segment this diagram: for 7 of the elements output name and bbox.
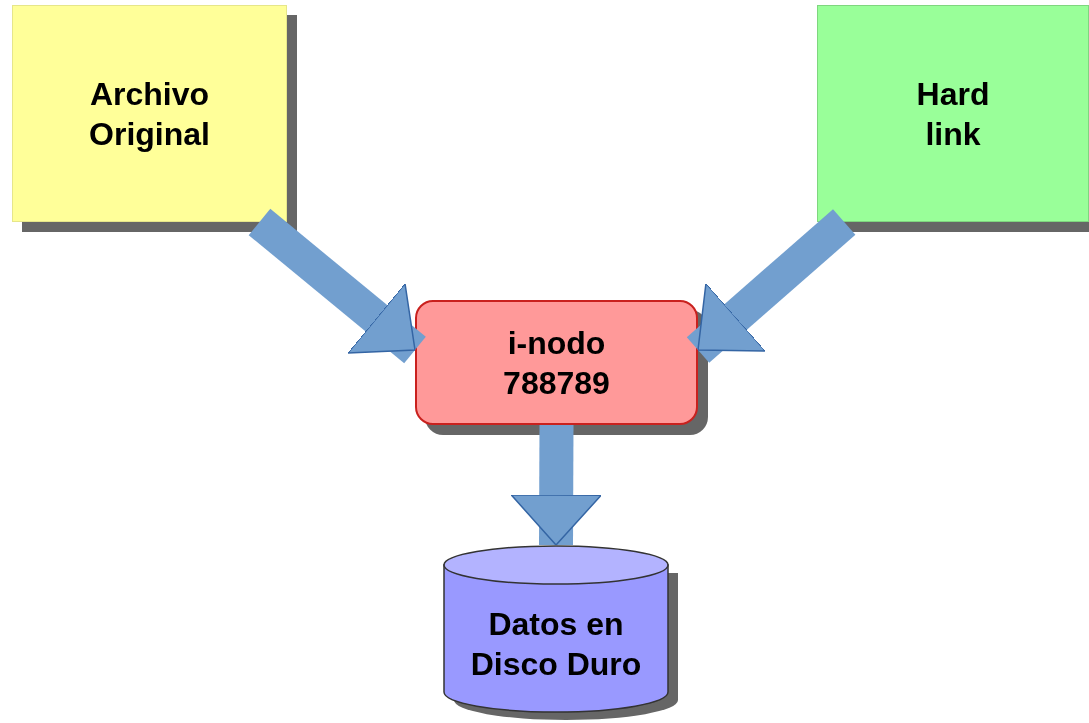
node-label: i-nodo 788789 (502, 323, 611, 403)
block-arrow (248, 208, 426, 364)
block-arrow (686, 209, 856, 363)
node-label: Hard link (915, 74, 991, 154)
node-label: Archivo Original (88, 74, 211, 154)
node-label: Datos en Disco Duro (469, 604, 643, 684)
block-arrow (510, 424, 602, 546)
